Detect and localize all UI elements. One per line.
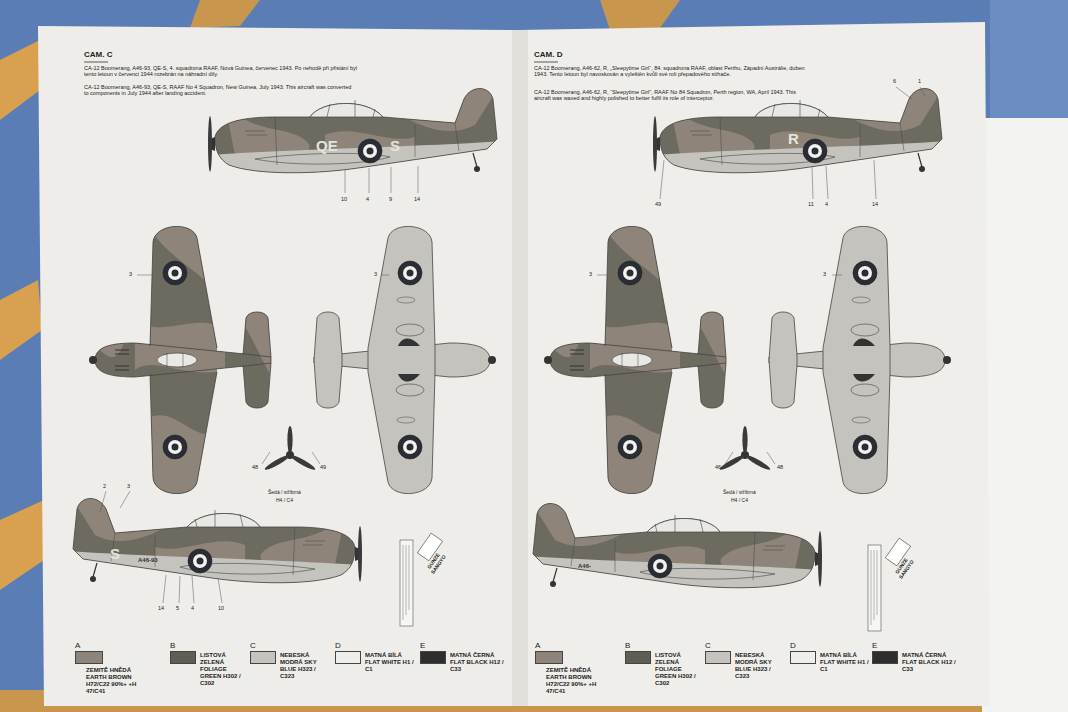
color-note: H4 / C4 <box>731 498 748 504</box>
info-box <box>400 540 881 631</box>
callout-number: 48 <box>777 464 783 470</box>
callout-number: 48 <box>252 464 258 470</box>
legend-text: MATNÁ ČERNÁ FLAT BLACK H12 / C33 <box>902 652 957 673</box>
propeller <box>264 426 317 472</box>
callout-number: 14 <box>158 605 164 611</box>
legend-swatch <box>75 651 103 664</box>
callout-number: 1 <box>918 78 921 84</box>
aircraft-code: S <box>110 545 120 562</box>
legend-swatch <box>625 651 651 664</box>
legend-swatch <box>250 651 276 664</box>
legend-letter: E <box>420 641 425 650</box>
callout-number: 10 <box>218 605 224 611</box>
legend-letter: D <box>790 641 796 650</box>
gutter-shade <box>512 30 528 706</box>
legend-letter: A <box>75 641 80 650</box>
legend-swatch <box>535 651 563 664</box>
legend-swatch <box>705 651 731 664</box>
callout-number: 6 <box>893 78 896 84</box>
legend-swatch <box>790 651 816 664</box>
section-heading: CAM. D <box>534 50 562 59</box>
callout-number: 3 <box>374 271 377 277</box>
legend-letter: B <box>170 641 175 650</box>
legend-swatch <box>170 651 196 664</box>
serial-number: A46-93 <box>138 557 158 564</box>
callout-number: 14 <box>414 196 420 202</box>
legend-text: ZEMITĚ HNĚDÁ EARTH BROWN H72/C22 90%+ +H… <box>86 667 144 695</box>
callout-number: 11 <box>808 201 814 207</box>
heading-rule <box>84 62 108 63</box>
legend-text: NEBESKÁ MODRÁ SKY BLUE H323 / C323 <box>735 652 785 680</box>
color-note: Šedá / stříbrná <box>268 490 301 496</box>
legend-text: MATNÁ ČERNÁ FLAT BLACK H12 / C33 <box>450 652 505 673</box>
logo-badge <box>417 533 910 566</box>
callout-number: 3 <box>129 271 132 277</box>
callout-number: 3 <box>127 483 130 489</box>
color-note: Šedá / stříbrná <box>723 490 756 496</box>
legend-swatch <box>420 651 446 664</box>
caption-text: CA-12 Boomerang, A46-62, R, „Sleepytime … <box>534 65 809 78</box>
cloth-pattern <box>0 40 44 590</box>
caption-text: CA-12 Boomerang, A46-62, R, “Sleepytime … <box>534 89 809 102</box>
callout-number: 3 <box>589 271 592 277</box>
cloth-pattern <box>990 0 1068 120</box>
callout-number: 4 <box>366 196 369 202</box>
callout-number: 49 <box>655 201 661 207</box>
legend-text: MATNÁ BÍLÁ FLAT WHITE H1 / C1 <box>365 652 415 673</box>
serial-number: A46- <box>578 563 591 570</box>
callout-number: 49 <box>320 464 326 470</box>
caption-text: CA-12 Boomerang, A46-93, QE-S, RAAF No 4… <box>84 84 354 97</box>
callout-number: 5 <box>176 605 179 611</box>
aircraft-code: S <box>390 137 400 154</box>
bottom-view <box>769 226 951 493</box>
callout-number: 10 <box>341 196 347 202</box>
top-view <box>544 215 735 505</box>
loose-sheet <box>982 118 1068 712</box>
legend-text: ZEMITĚ HNĚDÁ EARTH BROWN H72/C22 90%+ +H… <box>546 667 604 695</box>
logo-text: GUNZE SANGYO <box>423 547 450 578</box>
legend-swatch <box>335 651 361 664</box>
side-profile <box>65 490 362 595</box>
left-page <box>38 26 522 706</box>
callout-number: 9 <box>389 196 392 202</box>
legend-text: LISTOVÁ ZELENÁ FOLIAGE GREEN H302 / C302 <box>200 652 248 686</box>
legend-text: MATNÁ BÍLÁ FLAT WHITE H1 / C1 <box>820 652 870 673</box>
top-view <box>89 215 280 505</box>
legend-text: LISTOVÁ ZELENÁ FOLIAGE GREEN H302 / C302 <box>655 652 703 686</box>
legend-text: NEBESKÁ MODRÁ SKY BLUE H323 / C323 <box>280 652 330 680</box>
heading-rule <box>534 62 558 63</box>
bottom-view <box>314 226 496 493</box>
propeller <box>719 426 772 472</box>
legend-letter: C <box>705 641 711 650</box>
side-profile <box>525 495 822 600</box>
legend-letter: D <box>335 641 341 650</box>
color-note: H4 / C4 <box>276 498 293 504</box>
legend-letter: E <box>872 641 877 650</box>
callout-number: 46 <box>715 464 721 470</box>
callout-number: 4 <box>191 605 194 611</box>
side-profile <box>208 80 505 185</box>
callout-number: 2 <box>103 483 106 489</box>
callout-number: 4 <box>825 201 828 207</box>
right-page <box>518 22 990 706</box>
leader-lines <box>100 87 925 603</box>
aircraft-code: QE <box>316 137 338 154</box>
caption-text: CA-12 Boomerang, A46-93, QE-S, 4. squadr… <box>84 65 359 78</box>
section-heading: CAM. C <box>84 50 112 59</box>
legend-letter: B <box>625 641 630 650</box>
legend-swatch <box>872 651 898 664</box>
callout-number: 14 <box>872 201 878 207</box>
legend-letter: C <box>250 641 256 650</box>
legend-letter: A <box>535 641 540 650</box>
callout-number: 3 <box>823 271 826 277</box>
aircraft-code: R <box>788 130 799 147</box>
logo-text: GUNZE SANGYO <box>891 552 918 583</box>
